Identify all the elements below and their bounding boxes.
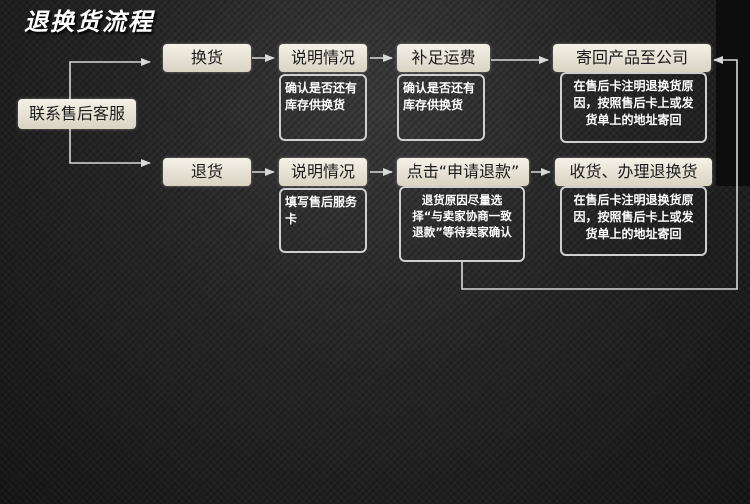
return-step3-note: 在售后卡注明退换货原因，按照售后卡上或发货单上的地址寄回 xyxy=(560,186,707,256)
return-step1-note: 填写售后服务卡 xyxy=(279,188,367,253)
loop-connector xyxy=(461,56,738,290)
exchange-step3: 寄回产品至公司 xyxy=(553,44,711,72)
branch-connector xyxy=(69,127,151,167)
exchange-step3-note: 在售后卡注明退换货原因，按照售后卡上或发货单上的地址寄回 xyxy=(560,72,707,143)
branch-connector xyxy=(69,58,151,99)
exchange-step1-note: 确认是否还有库存供换货 xyxy=(279,74,367,141)
start-node: 联系售后客服 xyxy=(18,99,136,129)
exchange-step1: 说明情况 xyxy=(279,44,367,72)
dark-edge-strip xyxy=(716,0,750,186)
exchange-step2: 补足运费 xyxy=(397,44,490,72)
return-step3: 收货、办理退换货 xyxy=(555,158,712,186)
exchange-step2-note: 确认是否还有库存供换货 xyxy=(397,74,485,141)
exchange-branch-label: 换货 xyxy=(163,44,251,72)
return-step2: 点击“申请退款” xyxy=(397,158,529,186)
page-title: 退换货流程 xyxy=(24,8,154,36)
return-step2-note: 退货原因尽量选择“与卖家协商一致退款”等待卖家确认 xyxy=(399,186,525,262)
return-branch-label: 退货 xyxy=(163,158,251,186)
return-step1: 说明情况 xyxy=(279,158,367,186)
